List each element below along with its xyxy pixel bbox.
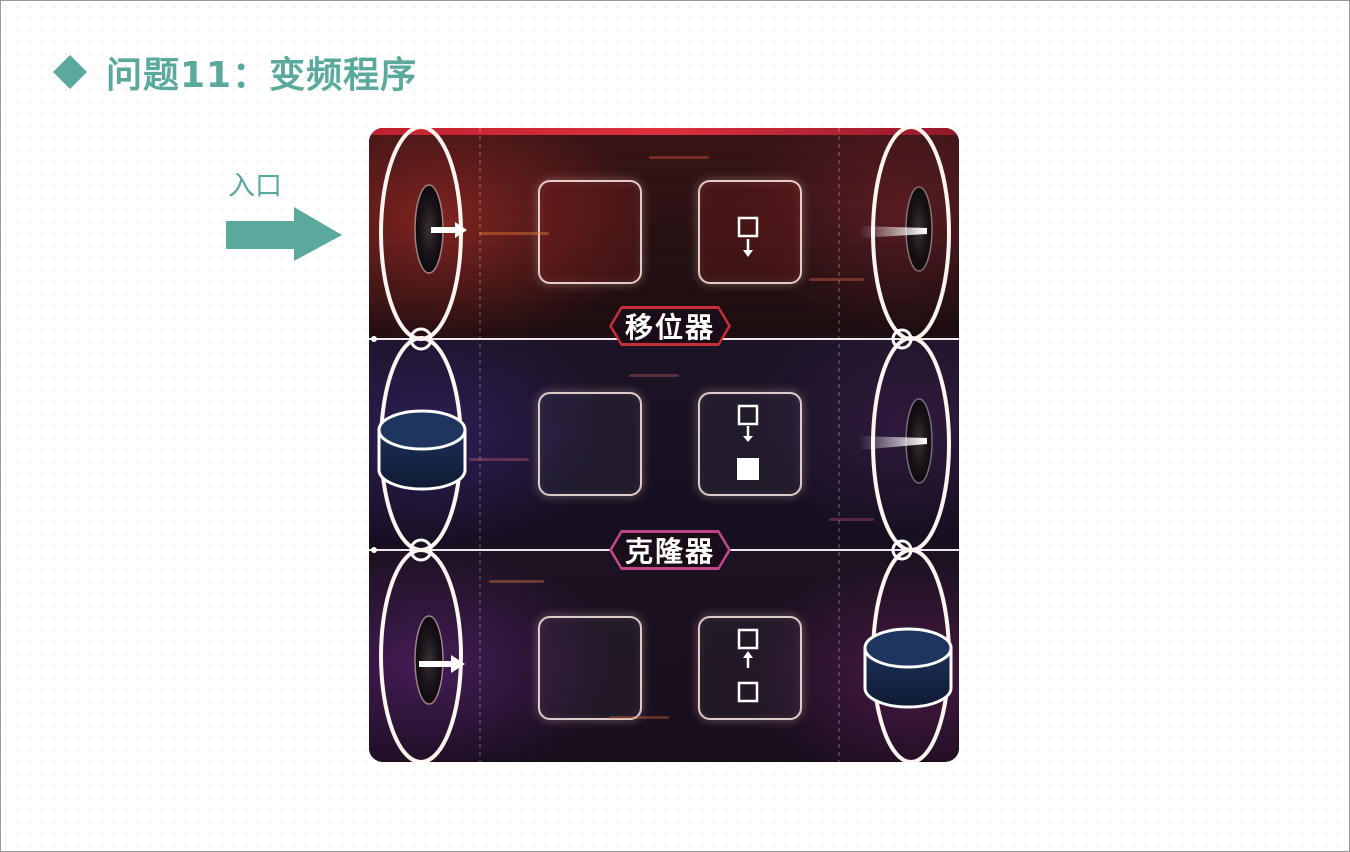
cloner-badge: 克隆器 bbox=[609, 530, 731, 570]
diamond-bullet-icon bbox=[53, 55, 87, 89]
cloner-label: 克隆器 bbox=[624, 535, 715, 568]
lane1-slot-b[interactable] bbox=[698, 180, 802, 284]
lane2-slot-b[interactable] bbox=[698, 392, 802, 496]
lane3-slot-b[interactable] bbox=[698, 616, 802, 720]
entry-label: 入口 bbox=[228, 171, 282, 202]
lane-shifter bbox=[369, 128, 959, 339]
lane1-slot-a[interactable] bbox=[538, 180, 642, 284]
lane3-slot-a[interactable] bbox=[538, 616, 642, 720]
title-text: 问题11：变频程序 bbox=[106, 55, 418, 96]
shifter-label: 移位器 bbox=[624, 311, 715, 344]
lane2-slot-a[interactable] bbox=[538, 392, 642, 496]
page-title: 问题11：变频程序 bbox=[53, 46, 418, 98]
game-board: 移位器 克隆器 bbox=[369, 128, 959, 762]
lane-output bbox=[369, 550, 959, 761]
entry-arrow-icon bbox=[226, 207, 342, 261]
shifter-badge: 移位器 bbox=[609, 306, 731, 346]
lane-cloner bbox=[369, 339, 959, 550]
